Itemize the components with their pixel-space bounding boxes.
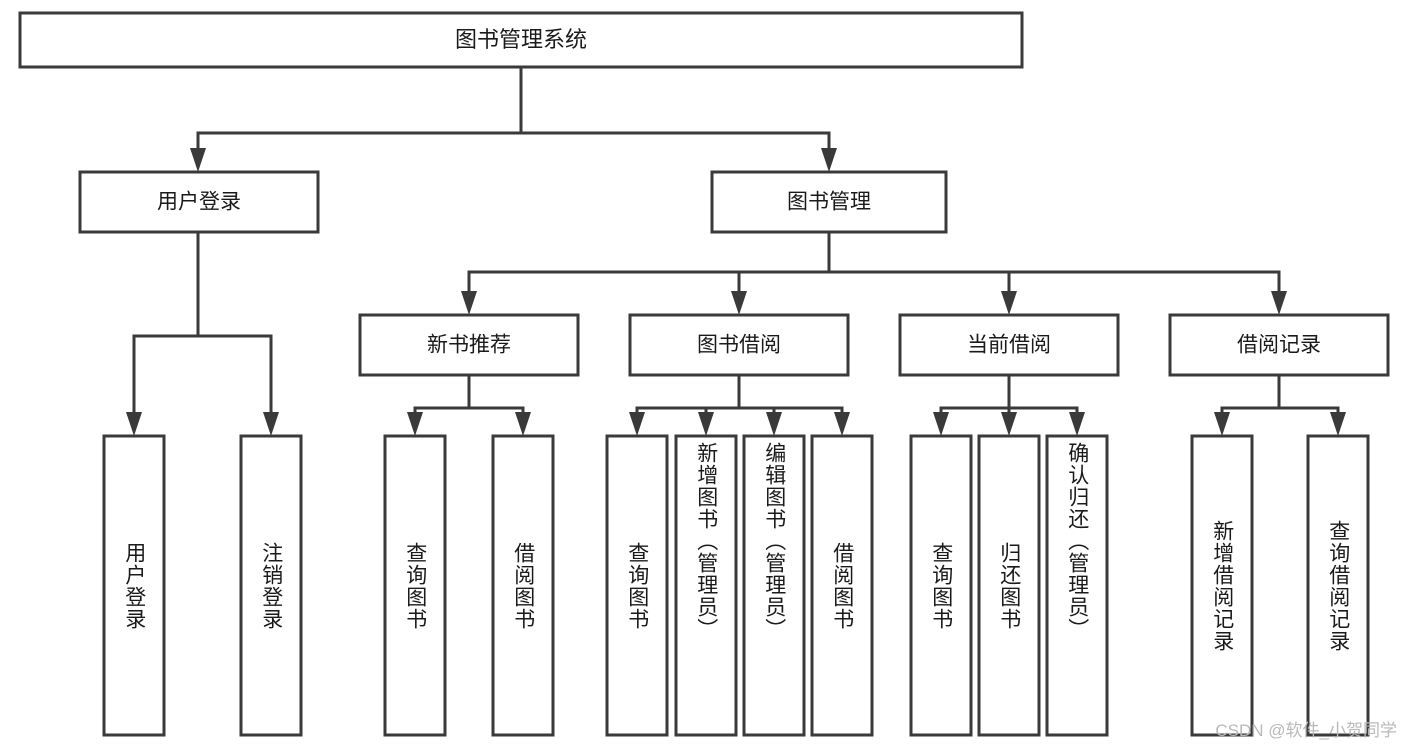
leaf-box-borrow-record-2[interactable] <box>1306 434 1370 737</box>
node-book-management-label: 图书管理 <box>787 191 871 214</box>
arrow-head-icon <box>1330 412 1346 436</box>
leaf-box-book-borrow-3[interactable] <box>742 434 806 737</box>
node-borrow-record-label: 借阅记录 <box>1237 334 1321 357</box>
leaf-box-current-borrow-3[interactable] <box>1045 434 1109 737</box>
node-new-book-recommend-label: 新书推荐 <box>427 334 511 357</box>
arrow-head-icon <box>190 148 206 172</box>
node-book-borrow[interactable]: 图书借阅 <box>628 313 850 377</box>
arrow-head-icon <box>1001 412 1017 436</box>
connector-current-borrow-to-leaves <box>933 373 1085 436</box>
arrow-head-icon <box>834 412 850 436</box>
leaf-box-new-book-2[interactable] <box>491 434 555 737</box>
arrow-head-icon <box>629 412 645 436</box>
connector-user-login-to-leaves <box>126 230 279 436</box>
arrow-head-icon <box>461 291 477 315</box>
arrow-head-icon <box>126 412 142 436</box>
node-new-book-recommend[interactable]: 新书推荐 <box>358 313 580 377</box>
arrow-head-icon <box>263 412 279 436</box>
arrow-head-icon <box>731 291 747 315</box>
node-current-borrow-label: 当前借阅 <box>967 334 1051 357</box>
node-user-login[interactable]: 用户登录 <box>78 170 320 234</box>
connector-root-to-level2 <box>190 65 837 172</box>
connector-book-mgmt-to-level3 <box>461 230 1287 315</box>
arrow-head-icon <box>766 412 782 436</box>
node-root-system[interactable]: 图书管理系统 <box>18 11 1024 69</box>
arrow-head-icon <box>821 148 837 172</box>
node-current-borrow[interactable]: 当前借阅 <box>898 313 1120 377</box>
arrow-head-icon <box>1214 412 1230 436</box>
arrow-head-icon <box>1001 291 1017 315</box>
leaf-box-book-borrow-2[interactable] <box>674 434 738 737</box>
arrow-head-icon <box>515 412 531 436</box>
watermark-text: CSDN @软件_小贺同学 <box>1215 721 1397 740</box>
leaf-box-new-book-1[interactable] <box>383 434 447 737</box>
leaf-box-user-login-1[interactable] <box>102 434 166 737</box>
arrow-head-icon <box>933 412 949 436</box>
node-user-login-label: 用户登录 <box>157 191 241 214</box>
node-book-borrow-label: 图书借阅 <box>697 334 781 357</box>
connector-new-book-to-leaves <box>407 373 531 436</box>
arrow-head-icon <box>1069 412 1085 436</box>
node-book-management[interactable]: 图书管理 <box>710 170 948 234</box>
arrow-head-icon <box>1271 291 1287 315</box>
leaf-box-user-login-2[interactable] <box>239 434 303 737</box>
node-borrow-record[interactable]: 借阅记录 <box>1168 313 1390 377</box>
node-root-label: 图书管理系统 <box>455 27 587 52</box>
leaf-box-borrow-record-1[interactable] <box>1190 434 1254 737</box>
arrow-head-icon <box>407 412 423 436</box>
arrow-head-icon <box>698 412 714 436</box>
connector-book-borrow-to-leaves <box>629 373 850 436</box>
leaf-box-book-borrow-1[interactable] <box>605 434 669 737</box>
leaf-box-current-borrow-1[interactable] <box>909 434 973 737</box>
leaf-box-book-borrow-4[interactable] <box>810 434 874 737</box>
leaf-box-current-borrow-2[interactable] <box>977 434 1041 737</box>
connector-borrow-record-to-leaves <box>1214 373 1346 436</box>
